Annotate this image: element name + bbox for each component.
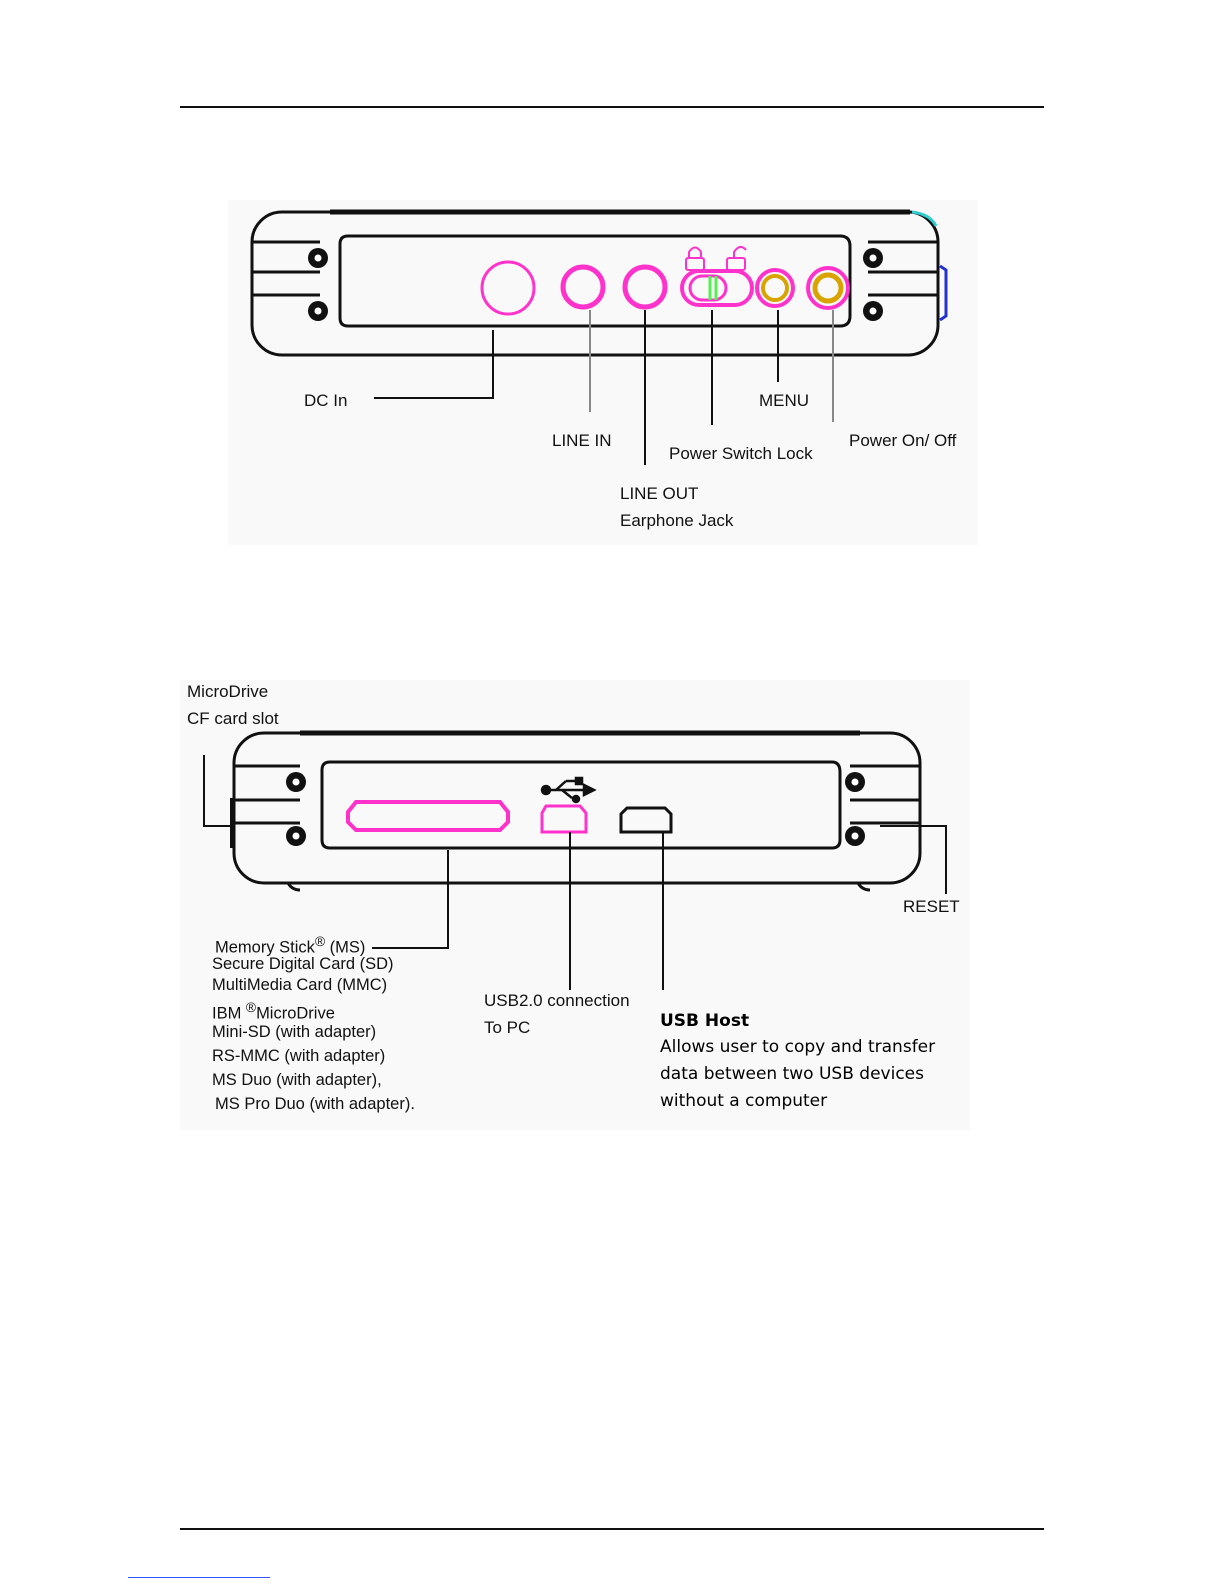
card-format-mmc: MultiMedia Card (MMC) bbox=[212, 976, 388, 994]
card-formats-list: Memory Stick® (MS) Secure Digital Card (… bbox=[212, 930, 415, 1116]
usb-pc-port bbox=[540, 804, 588, 834]
to-pc-label: To PC bbox=[484, 1018, 531, 1037]
usb-host-title: USB Host bbox=[660, 1011, 750, 1031]
menu-label: MENU bbox=[759, 391, 810, 410]
line-out-port bbox=[622, 264, 668, 310]
power-switch-lock bbox=[680, 269, 754, 307]
usb-icon bbox=[540, 776, 597, 804]
power-button bbox=[806, 266, 850, 310]
front-panel-screws bbox=[308, 248, 883, 321]
card-format-ms-duo: MS Duo (with adapter), bbox=[212, 1071, 382, 1089]
rear-leader-lines bbox=[203, 755, 947, 990]
cf-card-slot-label: CF card slot bbox=[187, 709, 279, 728]
card-format-memory-stick: Memory Stick® (MS) bbox=[215, 934, 366, 957]
microdrive-label: MicroDrive bbox=[187, 682, 269, 701]
card-format-sd: Secure Digital Card (SD) bbox=[212, 955, 394, 973]
front-panel-figure-bg bbox=[228, 200, 978, 545]
usb-host-desc-line: Allows user to copy and transfer bbox=[660, 1037, 936, 1057]
power-on-off-label: Power On/ Off bbox=[849, 431, 957, 450]
earphone-jack-label: Earphone Jack bbox=[620, 511, 734, 530]
rear-panel-screws bbox=[286, 772, 865, 846]
usb-host-description: Allows user to copy and transfer data be… bbox=[660, 1034, 935, 1115]
usb-host-desc-line: data between two USB devices bbox=[660, 1064, 924, 1084]
card-format-ibm-microdrive: IBM ®MicroDrive bbox=[212, 1000, 335, 1023]
header-rule bbox=[180, 106, 1044, 108]
line-in-label: LINE IN bbox=[552, 431, 612, 450]
card-format-rs-mmc: RS-MMC (with adapter) bbox=[212, 1047, 386, 1065]
front-panel-device bbox=[250, 209, 948, 357]
card-format-ms-pro-duo: MS Pro Duo (with adapter). bbox=[215, 1095, 415, 1113]
usb-host-port bbox=[619, 806, 673, 834]
dc-in-port bbox=[480, 260, 536, 316]
footer-link-underline bbox=[128, 1577, 270, 1578]
menu-button bbox=[755, 268, 795, 308]
lock-open-icon bbox=[726, 246, 747, 271]
power-switch-lock-label: Power Switch Lock bbox=[669, 444, 813, 463]
dc-in-label: DC In bbox=[304, 391, 348, 410]
reset-label: RESET bbox=[903, 897, 960, 916]
footer-rule bbox=[180, 1528, 1044, 1530]
rear-panel-figure-bg bbox=[180, 680, 970, 1130]
card-format-mini-sd: Mini-SD (with adapter) bbox=[212, 1023, 377, 1041]
line-out-label: LINE OUT bbox=[620, 484, 699, 503]
lock-closed-icon bbox=[685, 246, 705, 271]
rear-panel-device bbox=[230, 730, 922, 892]
usb-host-desc-line: without a computer bbox=[660, 1091, 828, 1111]
usb-connection-label: USB2.0 connection bbox=[484, 991, 630, 1010]
line-in-port bbox=[560, 264, 606, 310]
memory-card-slot bbox=[346, 800, 510, 832]
front-leader-lines bbox=[374, 310, 834, 465]
